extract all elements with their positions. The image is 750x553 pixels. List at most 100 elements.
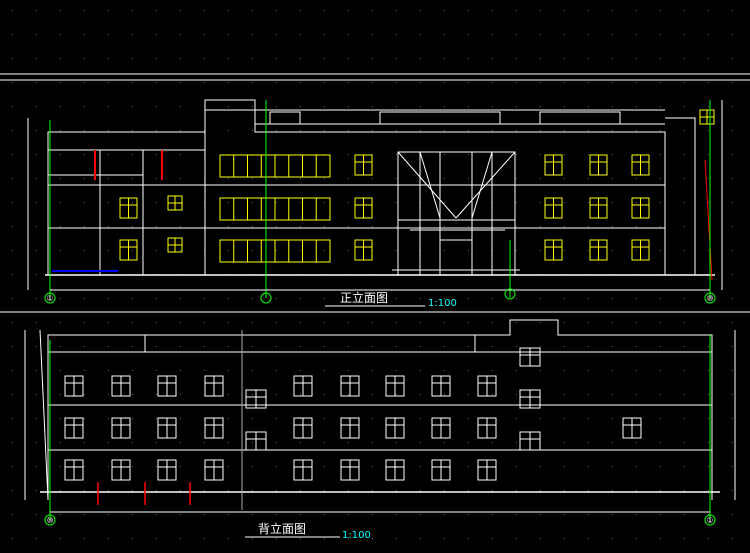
grid-dot [516,370,517,371]
grid-dot [420,82,421,83]
grid-dot [324,82,325,83]
grid-dot [444,130,445,131]
grid-dot [204,10,205,11]
grid-dot [444,34,445,35]
grid-dot [396,178,397,179]
back-elevation-title: 背立面图 [258,521,306,536]
grid-dot [276,538,277,539]
grid-dot [12,58,13,59]
grid-dot [276,202,277,203]
grid-dot [516,418,517,419]
grid-dot [204,346,205,347]
grid-dot [156,370,157,371]
grid-dot [420,442,421,443]
grid-dot [36,10,37,11]
grid-dot [12,10,13,11]
grid-dot [252,10,253,11]
grid-dot [60,202,61,203]
grid-dot [588,394,589,395]
back-windows [64,347,642,481]
grid-dot [660,250,661,251]
grid-dot [372,322,373,323]
grid-dot [540,418,541,419]
grid-dot [468,82,469,83]
grid-dot [300,34,301,35]
grid-dot [540,106,541,107]
grid-dot [180,298,181,299]
grid-dot [252,34,253,35]
grid-dot [60,490,61,491]
grid-dot [156,250,157,251]
grid-dot [108,418,109,419]
grid-dot [540,154,541,155]
grid-dot [180,250,181,251]
grid-dot [228,514,229,515]
grid-dot [612,394,613,395]
grid-dot [540,202,541,203]
grid-dot [348,298,349,299]
grid-dot [516,490,517,491]
grid-dot [108,394,109,395]
grid-dot [732,370,733,371]
grid-dot [132,58,133,59]
grid-dot [84,538,85,539]
grid-circle-back-right [704,514,716,526]
grid-dot [444,394,445,395]
grid-dot [36,490,37,491]
grid-dot [684,58,685,59]
grid-dot [84,514,85,515]
grid-dot [12,322,13,323]
grid-dot [612,178,613,179]
grid-dot [348,514,349,515]
grid-dot [492,298,493,299]
grid-dot [36,298,37,299]
grid-dot [36,34,37,35]
front-elevation-title: 正立面图 [340,290,388,305]
grid-dot [348,346,349,347]
grid-dot [12,394,13,395]
grid-dot [444,178,445,179]
grid-dot [60,538,61,539]
grid-dot [660,154,661,155]
grid-dot [300,298,301,299]
grid-dot [84,442,85,443]
grid-dot [708,250,709,251]
grid-dot [660,394,661,395]
grid-dot [516,82,517,83]
grid-dot [156,514,157,515]
grid-dot [564,106,565,107]
grid-dot [468,10,469,11]
entrance-diag-2 [455,151,516,219]
grid-dot [468,442,469,443]
grid-dot [708,130,709,131]
grid-dot [132,298,133,299]
grid-dot [228,490,229,491]
grid-dot [444,322,445,323]
grid-dot [12,202,13,203]
grid-dot [540,514,541,515]
grid-dot [420,418,421,419]
grid-dot [60,298,61,299]
grid-dot [588,490,589,491]
grid-dot [732,394,733,395]
grid-dot [156,394,157,395]
grid-circle-front-mid2 [504,288,516,300]
grid-dot [132,106,133,107]
grid-dot [372,418,373,419]
grid-dot [276,226,277,227]
grid-dot [180,58,181,59]
grid-dot [36,226,37,227]
entrance-diag-3 [419,151,441,219]
grid-dot [564,418,565,419]
grid-dot [132,394,133,395]
grid-dot [348,538,349,539]
grid-dot [156,130,157,131]
back-roof-box [144,334,476,353]
grid-dot [12,490,13,491]
grid-dot [612,466,613,467]
grid-dot [588,58,589,59]
grid-dot [516,178,517,179]
grid-dot [84,10,85,11]
grid-dot [468,370,469,371]
grid-dot [732,82,733,83]
